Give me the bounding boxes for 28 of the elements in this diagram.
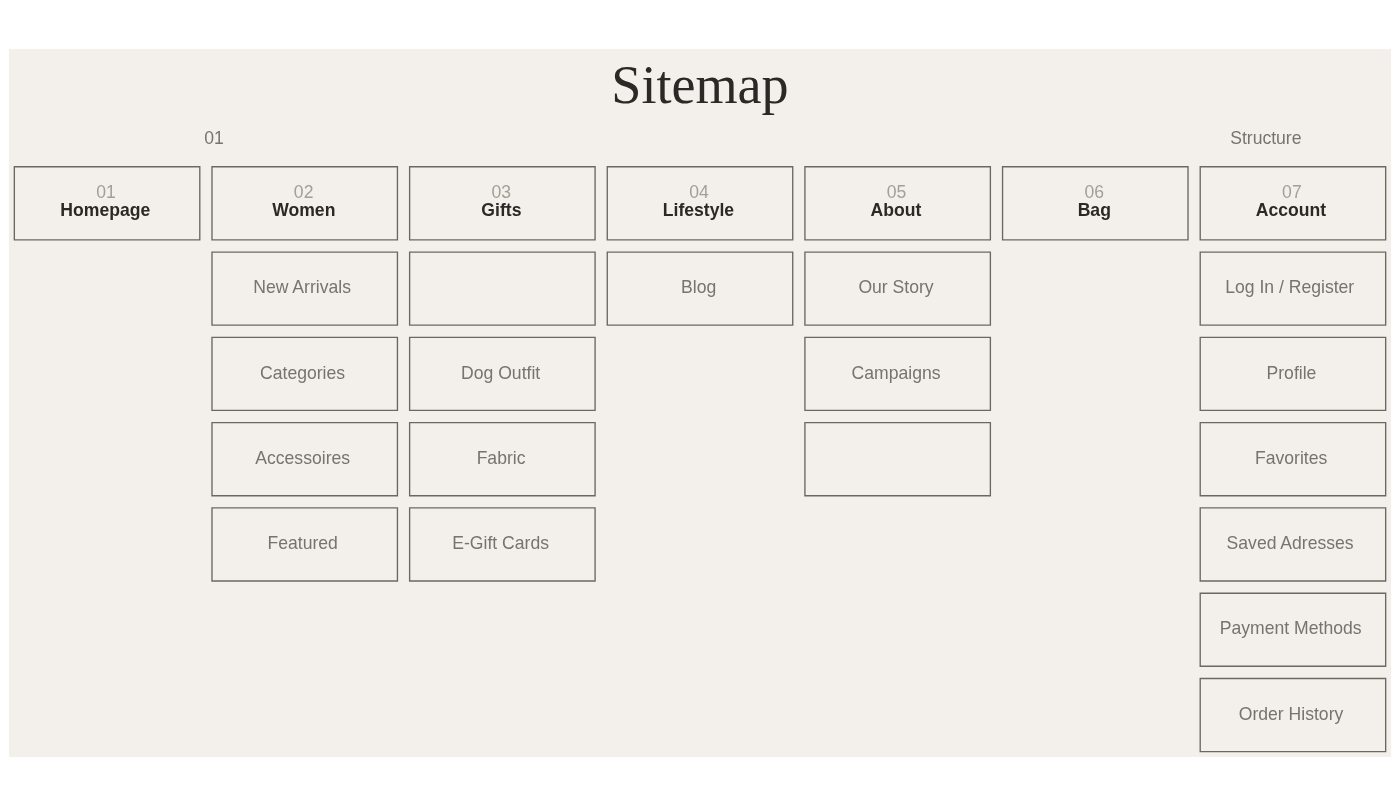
node-box: Our Story [804,250,992,326]
node-box: Fabric [408,421,596,496]
node-box: Accessoires [211,421,399,496]
label: 01 [204,127,224,148]
node-box: 03 Gifts [408,165,596,241]
node-box: 07 Account [1199,165,1387,241]
node-box: Campaigns [804,336,992,411]
node-box: Categories [211,336,399,411]
node-box [408,250,596,326]
node-box: 04 Lifestyle [606,165,794,241]
node-box: Featured [211,506,399,582]
node-box: 05 About [804,165,992,241]
node-box: Order History [1199,677,1387,752]
node-box: Dog Outfit [408,336,596,411]
node-box: Log In / Register [1199,250,1387,326]
node-box: Favorites [1199,421,1387,496]
node-box: Payment Methods [1199,592,1387,667]
node-box: Blog [606,250,794,326]
node-box: New Arrivals [211,250,399,326]
diagram-title: Sitemap [611,54,789,115]
node-box: 02 Women [211,165,399,241]
node-box: 06 Bag [1001,165,1189,241]
node-box: Profile [1199,336,1387,411]
node-box: Saved Adresses [1199,506,1387,582]
label: Structure [1230,127,1302,148]
node-box: E-Gift Cards [408,506,596,582]
node-box [804,421,992,496]
node-box: 01 Homepage [13,165,201,241]
